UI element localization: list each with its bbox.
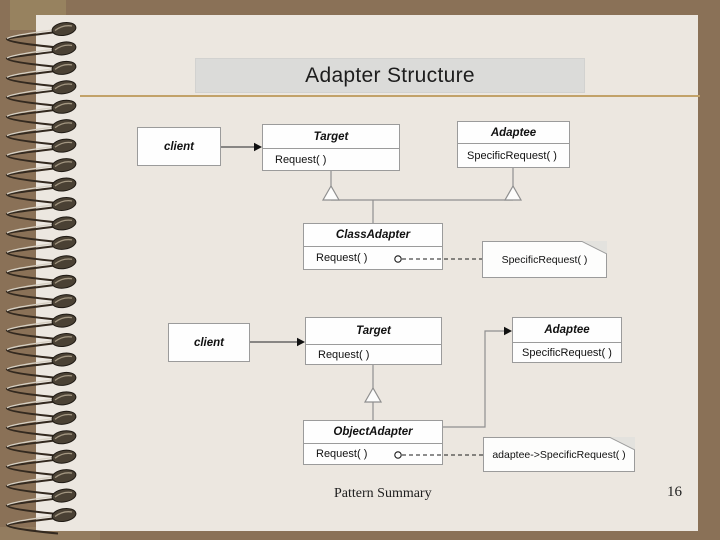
uml-note-objectadapter: adaptee->SpecificRequest( ) bbox=[483, 437, 635, 472]
class-name-label: client bbox=[163, 140, 195, 153]
class-method-label: SpecificRequest( ) bbox=[458, 143, 569, 167]
uml-class-adaptee-bottom: Adaptee SpecificRequest( ) bbox=[512, 317, 622, 363]
uml-class-client-top: client bbox=[137, 127, 221, 166]
note-text: SpecificRequest( ) bbox=[501, 253, 588, 266]
class-method-label: Request( ) bbox=[304, 246, 442, 269]
class-name-label: Target bbox=[313, 130, 349, 143]
class-name-label: client bbox=[193, 336, 225, 349]
note-text: adaptee->SpecificRequest( ) bbox=[492, 448, 626, 461]
page-number: 16 bbox=[667, 484, 682, 500]
class-method-label: Request( ) bbox=[304, 443, 442, 464]
class-name-label: Adaptee bbox=[490, 126, 537, 139]
uml-class-client-bottom: client bbox=[168, 323, 250, 362]
title-underline bbox=[80, 95, 700, 97]
class-name-label: ClassAdapter bbox=[335, 229, 411, 241]
class-method-label: Request( ) bbox=[263, 148, 399, 170]
class-method-label: SpecificRequest( ) bbox=[513, 342, 621, 362]
class-name-label: ObjectAdapter bbox=[333, 426, 413, 438]
note-fold-corner-icon bbox=[609, 437, 635, 450]
uml-class-target-bottom: Target Request( ) bbox=[305, 317, 442, 365]
uml-class-adaptee-top: Adaptee SpecificRequest( ) bbox=[457, 121, 570, 168]
uml-class-objectadapter: ObjectAdapter Request( ) bbox=[303, 420, 443, 465]
class-name-label: Adaptee bbox=[544, 324, 590, 336]
slide-title-bar: Adapter Structure bbox=[195, 58, 585, 93]
uml-class-classadapter: ClassAdapter Request( ) bbox=[303, 223, 443, 270]
uml-note-classadapter: SpecificRequest( ) bbox=[482, 241, 607, 278]
class-name-label: Target bbox=[356, 325, 391, 337]
class-method-label: Request( ) bbox=[306, 344, 441, 364]
note-fold-corner-icon bbox=[581, 241, 607, 254]
slide-title: Adapter Structure bbox=[305, 63, 475, 87]
footer-title: Pattern Summary bbox=[334, 486, 432, 501]
uml-class-target-top: Target Request( ) bbox=[262, 124, 400, 171]
